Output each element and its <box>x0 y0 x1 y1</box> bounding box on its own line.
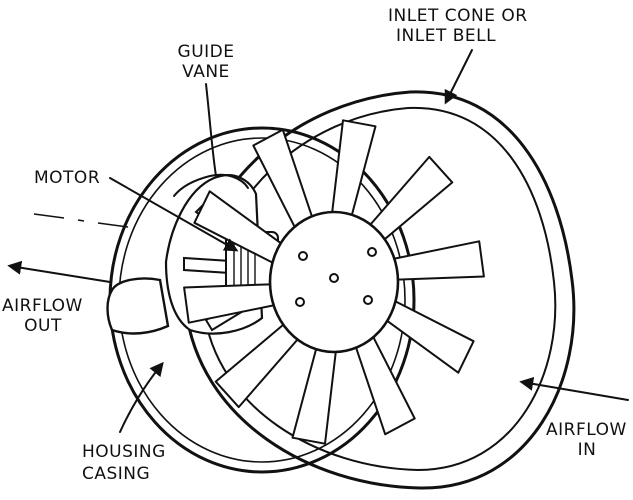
fan-blade <box>353 331 416 436</box>
fan-blade <box>330 119 377 221</box>
fan-blade <box>214 320 302 409</box>
airflow-out-label-line1: AIRFLOW <box>2 296 83 316</box>
airflow-in-label-line2: IN <box>577 440 597 460</box>
inlet-bell-label-line2: INLET BELL <box>396 26 497 46</box>
centerline <box>33 213 129 228</box>
airflow-in-label-line1: AIRFLOW <box>546 420 627 440</box>
fan-blades <box>183 119 485 445</box>
inlet-bell-label-line1: INLET CONE OR <box>388 6 528 26</box>
leader-lines <box>7 49 629 433</box>
housing-flap <box>106 277 170 335</box>
guide-vane-label-line2: VANE <box>182 62 230 82</box>
fan-hub <box>268 210 400 354</box>
housing-casing-label-line1: HOUSING <box>82 442 166 462</box>
fan-blade <box>366 155 454 244</box>
housing-casing-label-line2: CASING <box>82 464 151 484</box>
fan-blade <box>382 298 475 374</box>
airflow-out-label-line2: OUT <box>24 316 62 336</box>
fan-blade <box>389 240 485 281</box>
guide-vane-label-line1: GUIDE <box>177 42 235 62</box>
motor-label: MOTOR <box>34 168 101 188</box>
inlet-bell <box>184 90 576 490</box>
fan-blade <box>291 343 338 445</box>
